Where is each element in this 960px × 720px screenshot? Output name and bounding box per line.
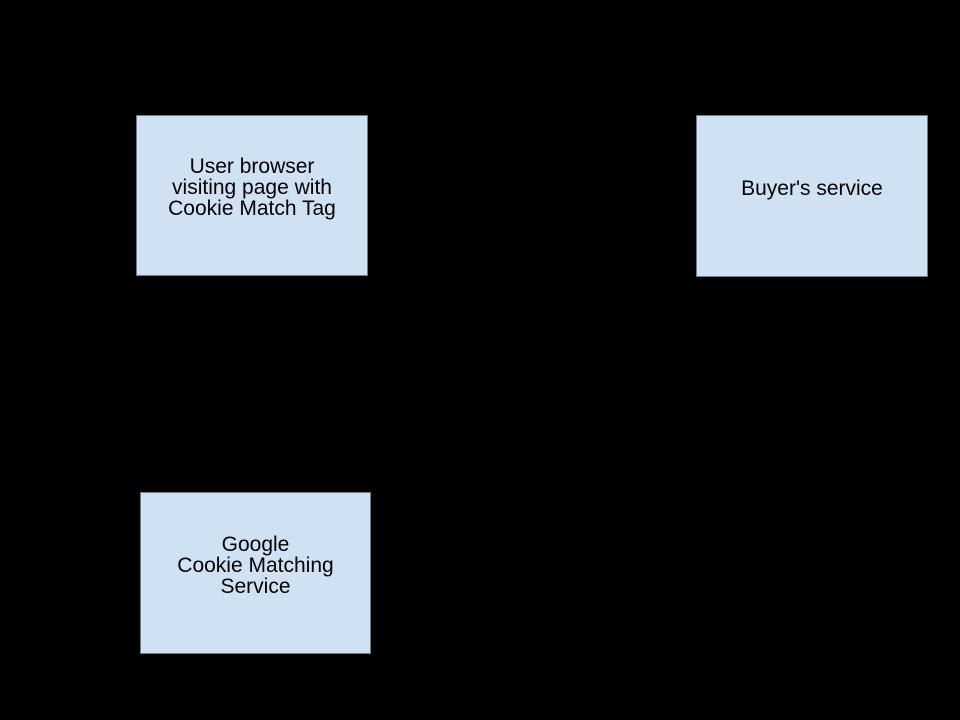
node-user-browser-label-line-3: Cookie Match Tag <box>168 197 336 220</box>
node-google-cms-label-line-3: Service <box>220 574 291 598</box>
node-user-browser: User browser visiting page with Cookie M… <box>136 115 368 276</box>
node-google-cms-label-line-2: Cookie Matching <box>177 553 334 577</box>
node-buyers-service-label: Buyer's service <box>741 176 883 200</box>
node-google-cms-label-line-1: Google <box>221 532 290 556</box>
node-user-browser-label-line-2: visiting page with <box>172 176 332 199</box>
node-buyers-service: Buyer's service <box>696 115 928 277</box>
node-google-cookie-matching-service: Google Cookie Matching Service <box>140 492 371 654</box>
node-user-browser-label-line-1: User browser <box>189 155 315 178</box>
